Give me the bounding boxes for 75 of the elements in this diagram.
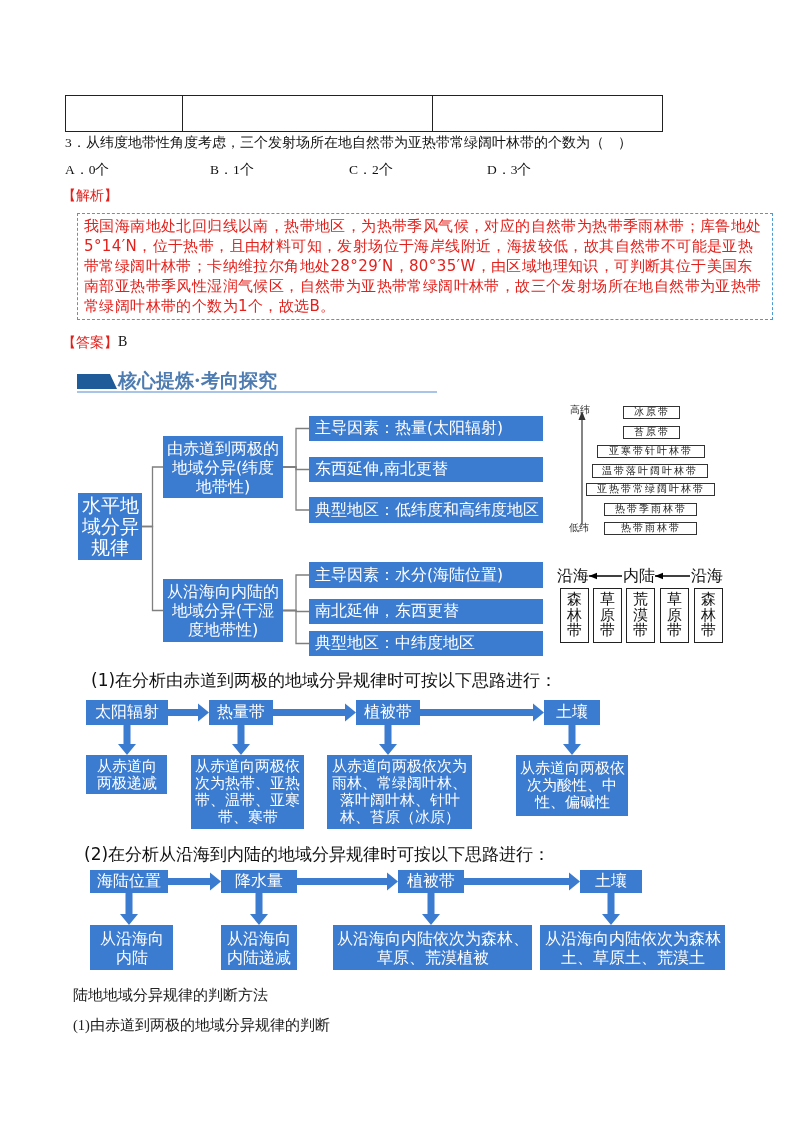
axis-label: 低纬	[569, 522, 589, 534]
arrow	[588, 572, 623, 580]
block-arrow	[420, 703, 544, 722]
step-box: 海陆位置	[90, 870, 168, 893]
zone-box: 草原带	[593, 588, 622, 643]
body-text: 陆地地域分异规律的判断方法	[73, 986, 268, 1004]
step-box: 热量带	[209, 700, 273, 725]
answer-option: C．2个	[349, 161, 393, 179]
block-arrow	[168, 703, 209, 722]
block-arrow	[464, 872, 580, 891]
step-box: 土壤	[544, 700, 600, 725]
zone-box: 森林带	[560, 588, 589, 643]
belt-box: 苔原带	[623, 426, 680, 439]
zone-box: 草原带	[660, 588, 689, 643]
section-label: 【答案】	[62, 333, 118, 351]
detail-box: 东西延伸,南北更替	[309, 457, 543, 482]
belt-box: 热带季雨林带	[604, 503, 697, 516]
connector-line	[141, 525, 164, 612]
detail-box: 典型地区：中纬度地区	[309, 631, 543, 656]
step-box: 降水量	[221, 870, 297, 893]
belt-box: 亚热带常绿阔叶林带	[586, 483, 715, 496]
block-arrow	[563, 725, 581, 755]
connector-line	[282, 609, 310, 645]
step-heading: (1)在分析由赤道到两极的地域分异规律时可按以下思路进行：	[91, 669, 558, 691]
zone-box: 森林带	[694, 588, 723, 643]
connector-line	[282, 466, 310, 511]
axis-label: 高纬	[570, 404, 590, 416]
block-arrow	[297, 872, 398, 891]
description-box: 从沿海向内陆依次为森林土、草原土、荒漠土	[540, 925, 725, 970]
step-box: 太阳辐射	[86, 700, 168, 725]
question-text: 3．从纬度地带性角度考虑，三个发射场所在地自然带为亚热带常绿阔叶林带的个数为（ ）	[65, 134, 632, 152]
topic-box: 水平地域分异规律	[78, 493, 142, 560]
step-box: 土壤	[580, 870, 642, 893]
belt-box: 温带落叶阔叶林带	[592, 464, 708, 478]
block-arrow	[273, 703, 356, 722]
place-label: 内陆	[622, 566, 655, 586]
description-box: 从沿海向内陆递减	[221, 925, 297, 970]
detail-box: 主导因素：热量(太阳辐射)	[309, 416, 543, 441]
description-box: 从沿海向内陆依次为森林、草原、荒漠植被	[333, 925, 532, 970]
detail-box: 典型地区：低纬度和高纬度地区	[309, 497, 543, 523]
branch-box: 从沿海向内陆的地域分异(干湿度地带性)	[163, 579, 283, 642]
block-arrow	[120, 893, 138, 925]
block-arrow	[232, 725, 250, 755]
arrow	[654, 572, 691, 580]
analysis-box: 我国海南地处北回归线以南，热带地区，为热带季风气候，对应的自然带为热带季雨林带；库鲁地处5°14′N，位于热带，且由材料可知，发射场位于海岸线附近，海拔较低，故其自然带不可能是亚热带常绿阔叶林带；卡纳维拉尔角地处28°29′N，80°35′W，由区域地理知识，可判断其位于美国东南部亚热带季风性湿润气候区，自然带为亚热带常绿阔叶林带，故三个发射场所在地自然带为亚热带常绿阔叶林带的个数为1个，故选B。	[77, 213, 773, 320]
block-arrow	[250, 893, 268, 925]
body-text: (1)由赤道到两极的地域分异规律的判断	[73, 1016, 330, 1034]
step-heading: (2)在分析从沿海到内陆的地域分异规律时可按以下思路进行：	[84, 843, 551, 865]
belt-box: 亚寒带针叶林带	[597, 445, 705, 458]
detail-box: 主导因素：水分(海陆位置)	[309, 562, 543, 588]
block-arrow	[379, 725, 397, 755]
section-heading: 核心提炼·考向探究	[118, 369, 277, 391]
step-box: 植被带	[398, 870, 464, 893]
block-arrow	[118, 725, 136, 755]
description-box: 从赤道向两极依次为酸性、中性、偏碱性	[516, 755, 628, 816]
description-box: 从赤道向两极递减	[86, 755, 167, 794]
place-label: 沿海	[557, 566, 589, 586]
detail-box: 南北延伸，东西更替	[309, 599, 543, 624]
belt-box: 冰原带	[623, 406, 680, 419]
answer-letter: B	[118, 333, 128, 351]
answer-option: B．1个	[210, 161, 254, 179]
zone-box: 荒漠带	[626, 588, 655, 643]
belt-box: 热带雨林带	[604, 522, 697, 535]
description-box: 从沿海向内陆	[90, 925, 173, 970]
block-arrow	[602, 893, 620, 925]
description-box: 从赤道向两极依次为热带、亚热带、温带、亚寒带、寒带	[191, 755, 304, 829]
step-box: 植被带	[356, 700, 420, 725]
block-arrow	[422, 893, 440, 925]
answer-option: A．0个	[65, 161, 110, 179]
section-label: 【解析】	[62, 186, 118, 204]
block-arrow	[168, 872, 221, 891]
description-box: 从赤道向两极依次为雨林、常绿阔叶林、落叶阔叶林、针叶林、苔原（冰原）	[327, 755, 472, 829]
place-label: 沿海	[690, 566, 723, 586]
branch-box: 由赤道到两极的地域分异(纬度地带性)	[163, 436, 283, 498]
answer-option: D．3个	[487, 161, 532, 179]
